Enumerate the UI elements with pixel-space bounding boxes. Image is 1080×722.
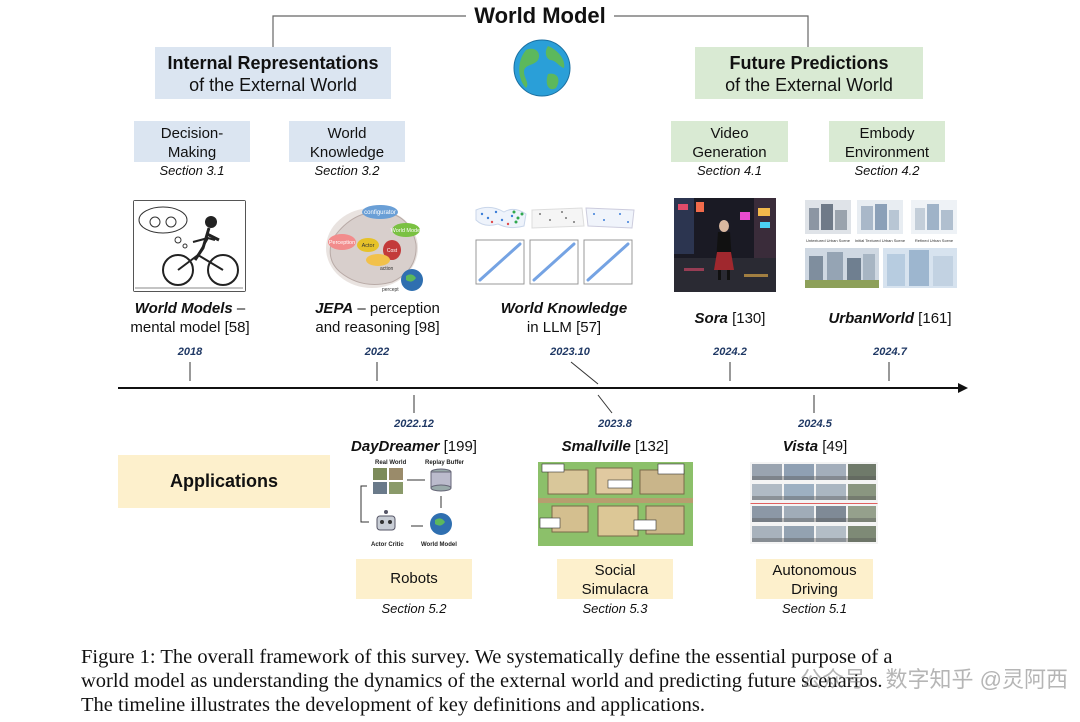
item-line2: in LLM [57] xyxy=(526,319,602,336)
vista-driving-image xyxy=(750,462,878,544)
year-label: 2023.10 xyxy=(550,346,590,358)
app-label: Robots xyxy=(390,570,438,587)
urban-label-untextured: Untextured Urban Scene xyxy=(806,238,851,243)
section-label: Section 3.2 xyxy=(314,163,380,178)
daydreamer-world-model-label: World Model xyxy=(421,542,457,548)
category-decision-making: Decision- Making xyxy=(134,121,250,162)
jepa-brain-image: configurator World Model Perception Acto… xyxy=(326,205,423,293)
category-line1: Embody xyxy=(859,125,915,142)
item-daydreamer: DayDreamer [199] xyxy=(334,437,494,456)
item-rest: [199] xyxy=(439,438,477,455)
category-line1: Video xyxy=(710,125,749,142)
item-vista: Vista [49] xyxy=(735,437,895,456)
year-label: 2023.8 xyxy=(598,418,632,430)
jepa-action-label: action xyxy=(380,266,394,272)
item-title: DayDreamer xyxy=(351,438,440,455)
item-title: World Models xyxy=(134,300,233,317)
year-label: 2022.12 xyxy=(394,418,434,430)
jepa-percept-label: percept xyxy=(382,287,399,293)
caption-line1: Figure 1: The overall framework of this … xyxy=(81,646,893,668)
future-predictions-box: Future Predictions of the External World xyxy=(695,47,923,99)
section-label: Section 3.1 xyxy=(159,163,225,178)
smallville-map-image xyxy=(538,462,693,546)
globe-icon xyxy=(513,39,571,97)
item-sora: Sora [130] xyxy=(670,309,790,328)
year-label: 2018 xyxy=(177,346,203,358)
app-label-line2: Driving xyxy=(791,581,838,598)
applications-box: Applications xyxy=(118,455,330,508)
year-label: 2024.5 xyxy=(798,418,832,430)
future-title-rest: of the External World xyxy=(725,75,893,95)
item-line2: mental model [58] xyxy=(130,319,250,336)
year-label: 2024.7 xyxy=(873,346,907,358)
app-label: Autonomous xyxy=(772,562,857,579)
internal-representations-box: Internal Representations of the External… xyxy=(155,47,391,99)
item-rest: – xyxy=(232,300,246,317)
future-title-bold: Future Predictions xyxy=(729,53,889,73)
watermark-text: 公众号 · 数字知乎 @灵阿西 xyxy=(800,667,1068,692)
item-jepa: JEPA – perception and reasoning [98] xyxy=(295,299,460,337)
urban-label-initial: Initial Textured Urban Scene xyxy=(855,238,906,243)
item-world-models: World Models – mental model [58] xyxy=(110,299,270,337)
item-title: Smallville xyxy=(561,438,631,455)
item-rest: [132] xyxy=(630,438,669,455)
year-label: 2022 xyxy=(364,346,390,358)
daydreamer-actor-critic-label: Actor Critic xyxy=(371,542,404,548)
daydreamer-replay-buffer-label: Replay Buffer xyxy=(425,460,465,466)
category-line2: Making xyxy=(167,144,217,161)
item-rest: [130] xyxy=(727,310,766,327)
item-rest: [161] xyxy=(914,310,952,327)
app-robots-box: Robots xyxy=(356,559,472,599)
figure-caption: Figure 1: The overall framework of this … xyxy=(81,645,1041,717)
urbanworld-scenes-image: Untextured Urban Scene Initial Textured … xyxy=(805,200,957,288)
daydreamer-real-world-label: Real World xyxy=(375,460,407,466)
item-urbanworld: UrbanWorld [161] xyxy=(810,309,970,328)
sora-city-image xyxy=(674,198,776,292)
app-label-line2: Simulacra xyxy=(581,581,649,598)
caption-line3: The timeline illustrates the development… xyxy=(81,694,705,716)
section-label: Section 5.2 xyxy=(381,601,447,616)
caption-line2: world model as understanding the dynamic… xyxy=(81,670,883,692)
item-smallville: Smallville [132] xyxy=(535,437,695,456)
cyclist-sketch-image xyxy=(133,200,246,292)
item-title: World Knowledge xyxy=(500,300,628,317)
category-line1: World xyxy=(327,125,367,142)
year-label: 2024.2 xyxy=(713,346,747,358)
item-title: Sora xyxy=(694,310,728,327)
category-line2: Knowledge xyxy=(309,144,385,161)
app-label: Social xyxy=(594,562,636,579)
urban-label-refined: Refined Urban Scene xyxy=(915,238,954,243)
world-knowledge-charts-image xyxy=(470,200,638,292)
category-line2: Generation xyxy=(692,144,767,161)
jepa-actor-label: Actor xyxy=(362,243,375,249)
category-line1: Decision- xyxy=(160,125,224,142)
internal-title-bold: Internal Representations xyxy=(167,53,379,73)
item-line2: and reasoning [98] xyxy=(315,319,440,336)
section-label: Section 5.1 xyxy=(781,601,848,616)
section-label: Section 4.1 xyxy=(696,163,763,178)
page-title: World Model xyxy=(474,3,606,28)
item-rest: [49] xyxy=(818,438,848,455)
internal-title-rest: of the External World xyxy=(189,75,357,95)
jepa-configurator-label: configurator xyxy=(364,210,396,216)
item-title: UrbanWorld xyxy=(828,310,915,327)
jepa-perception-label: Perception xyxy=(329,240,355,246)
item-title: JEPA xyxy=(315,300,354,317)
section-label: Section 5.3 xyxy=(582,601,648,616)
item-rest: – perception xyxy=(353,300,440,317)
category-line2: Environment xyxy=(844,144,930,161)
daydreamer-loop-image: Real World Replay Buffer Actor Critic Wo… xyxy=(360,460,465,548)
item-title: Vista xyxy=(782,438,819,455)
section-label: Section 4.2 xyxy=(854,163,920,178)
item-world-knowledge: World Knowledge in LLM [57] xyxy=(484,299,644,337)
jepa-cost-label: Cost xyxy=(387,248,398,254)
jepa-world-model-label: World Model xyxy=(391,228,422,234)
